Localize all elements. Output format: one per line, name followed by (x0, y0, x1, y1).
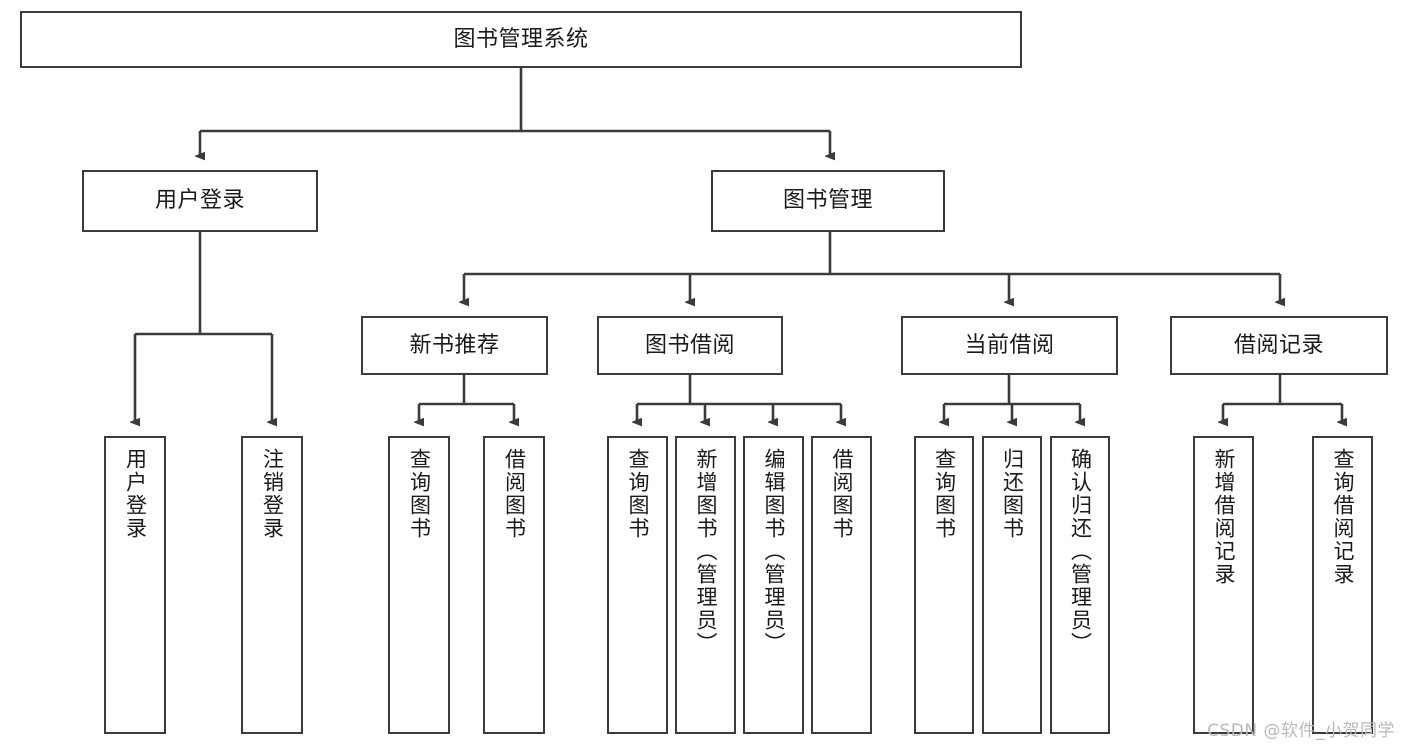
leaf-label: 查询图书 (407, 448, 432, 540)
node-book-management[interactable]: 图书管理 (711, 170, 945, 232)
leaf-borrow-edit-book-admin[interactable]: 编辑图书（管理员） (743, 436, 804, 734)
node-new-book-recommend[interactable]: 新书推荐 (361, 316, 548, 375)
leaf-borrow-add-book-admin[interactable]: 新增图书（管理员） (675, 436, 736, 734)
node-borrow-record[interactable]: 借阅记录 (1170, 316, 1388, 375)
leaf-current-query-book[interactable]: 查询图书 (914, 436, 974, 734)
leaf-label: 查询借阅记录 (1330, 448, 1355, 586)
leaf-record-add[interactable]: 新增借阅记录 (1193, 436, 1254, 734)
leaf-record-query[interactable]: 查询借阅记录 (1312, 436, 1373, 734)
leaf-label: 用户登录 (123, 448, 148, 540)
node-current-borrow[interactable]: 当前借阅 (901, 316, 1118, 375)
node-user-login-label: 用户登录 (154, 188, 245, 214)
leaf-new-book-query[interactable]: 查询图书 (388, 436, 450, 734)
node-root-label: 图书管理系统 (453, 26, 589, 52)
node-user-login[interactable]: 用户登录 (82, 170, 318, 232)
leaf-label: 借阅图书 (829, 448, 854, 540)
leaf-label: 新增借阅记录 (1211, 448, 1236, 586)
leaf-label: 查询图书 (625, 448, 650, 540)
node-book-management-label: 图书管理 (782, 188, 873, 214)
leaf-borrow-query-book[interactable]: 查询图书 (607, 436, 668, 734)
node-root[interactable]: 图书管理系统 (20, 11, 1022, 68)
watermark: CSDN @软件_小贺同学 (1207, 721, 1395, 741)
leaf-label: 编辑图书（管理员） (761, 448, 786, 655)
node-new-book-recommend-label: 新书推荐 (409, 332, 500, 358)
leaf-label: 确认归还（管理员） (1068, 448, 1093, 655)
leaf-user-login-signin[interactable]: 用户登录 (104, 436, 166, 734)
leaf-label: 查询图书 (932, 448, 957, 540)
leaf-current-return-book[interactable]: 归还图书 (982, 436, 1042, 734)
node-book-borrow[interactable]: 图书借阅 (597, 316, 783, 375)
leaf-label: 新增图书（管理员） (693, 448, 718, 655)
leaf-label: 借阅图书 (502, 448, 527, 540)
leaf-label: 归还图书 (1000, 448, 1025, 540)
node-current-borrow-label: 当前借阅 (964, 332, 1055, 358)
leaf-current-confirm-return-admin[interactable]: 确认归还（管理员） (1050, 436, 1110, 734)
leaf-new-book-borrow[interactable]: 借阅图书 (483, 436, 545, 734)
leaf-label: 注销登录 (260, 448, 285, 540)
node-borrow-record-label: 借阅记录 (1233, 332, 1324, 358)
node-book-borrow-label: 图书借阅 (644, 332, 735, 358)
leaf-user-login-signout[interactable]: 注销登录 (241, 436, 303, 734)
leaf-borrow-borrow-book[interactable]: 借阅图书 (811, 436, 872, 734)
